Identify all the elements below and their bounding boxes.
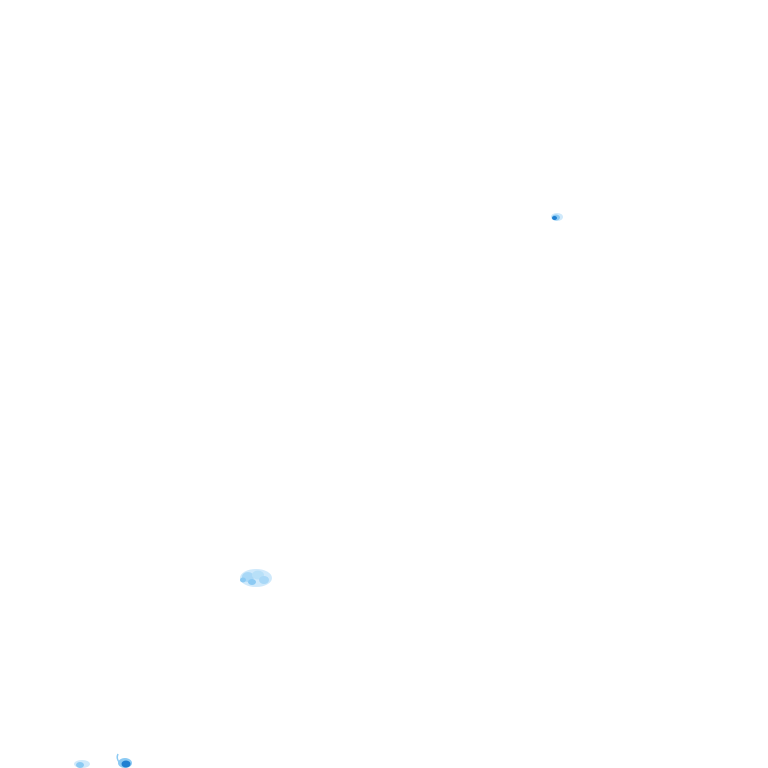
echo-core [552, 216, 557, 220]
echo-blob [259, 576, 269, 584]
precip-echo-bottom-left-a [74, 760, 90, 768]
echo-blob [240, 577, 246, 583]
echo-blob [248, 579, 256, 585]
echo-core [76, 762, 84, 768]
echo-core [121, 760, 131, 768]
precip-echo-northeast [551, 213, 563, 221]
precip-echo-center-southwest [240, 569, 272, 587]
precip-echo-bottom-left-b [116, 753, 132, 768]
